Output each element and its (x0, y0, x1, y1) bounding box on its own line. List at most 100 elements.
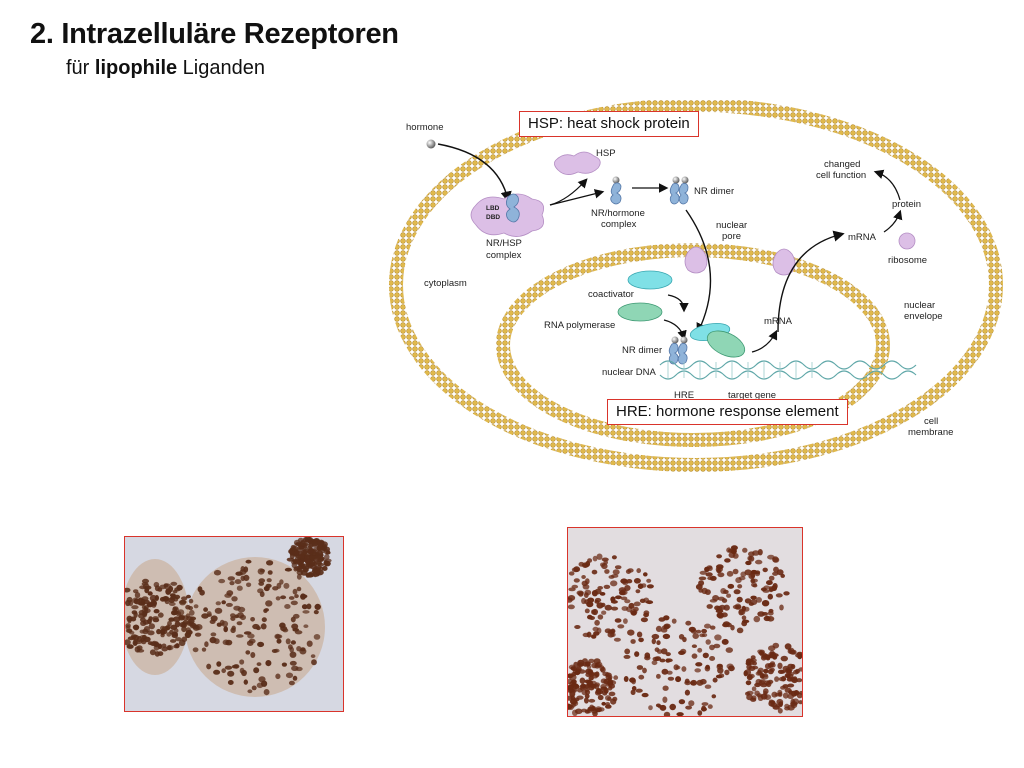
stained-nucleus (620, 596, 628, 601)
stained-nucleus (231, 596, 238, 602)
arrow-transcription (751, 329, 778, 353)
stained-nucleus (160, 628, 168, 635)
stained-nucleus (130, 616, 137, 622)
stained-nucleus (203, 607, 208, 612)
stained-nucleus (661, 668, 669, 675)
stained-nucleus (149, 649, 156, 656)
stained-nucleus (741, 620, 748, 627)
stained-nucleus (604, 569, 610, 574)
stained-nucleus (584, 697, 589, 704)
stained-nucleus (662, 696, 668, 703)
stained-nucleus (728, 665, 735, 672)
stained-nucleus (656, 640, 661, 646)
stained-nucleus (306, 640, 313, 647)
stained-nucleus (230, 616, 236, 621)
stained-nucleus (271, 649, 278, 653)
stained-nucleus (601, 610, 607, 615)
stained-nucleus (608, 686, 613, 691)
stained-nucleus (167, 645, 172, 651)
dna-helix (659, 360, 917, 380)
stained-nucleus (236, 634, 244, 638)
stained-nucleus (587, 558, 593, 563)
stained-nucleus (690, 681, 695, 686)
stained-nucleus (784, 687, 792, 693)
stained-nucleus (782, 692, 789, 699)
stained-nucleus (701, 633, 708, 638)
stained-nucleus (191, 624, 199, 629)
stained-nucleus (297, 546, 304, 550)
stained-nucleus (594, 690, 602, 696)
stained-nucleus (243, 574, 250, 581)
stained-nucleus (148, 616, 153, 621)
stained-nucleus (581, 708, 588, 713)
stained-nucleus (716, 554, 722, 559)
stained-nucleus (281, 662, 287, 667)
stained-nucleus (179, 600, 187, 604)
stained-nucleus (656, 649, 663, 654)
stained-nucleus (744, 669, 752, 676)
stained-nucleus (213, 638, 220, 645)
stained-nucleus (594, 671, 600, 678)
label-cytoplasm: cytoplasm (424, 278, 467, 289)
stained-nucleus (581, 689, 588, 696)
stained-nucleus (630, 610, 637, 616)
stained-nucleus (651, 638, 656, 645)
stained-nucleus (651, 660, 658, 666)
stained-nucleus (221, 600, 226, 605)
stained-nucleus (732, 553, 739, 559)
stained-nucleus (660, 648, 668, 655)
stained-nucleus (772, 556, 779, 563)
stained-nucleus (777, 691, 783, 697)
page-title: 2. Intrazelluläre Rezeptoren (30, 18, 399, 50)
stained-nucleus (691, 653, 698, 659)
stained-nucleus (711, 694, 717, 699)
stained-nucleus (185, 629, 193, 635)
label-nr-dimer-bottom: NR dimer (622, 345, 662, 356)
stained-nucleus (724, 669, 730, 676)
nr-hormone-complex (610, 182, 622, 205)
stained-nucleus (631, 686, 637, 691)
stained-nucleus (310, 654, 316, 658)
stained-nucleus (591, 569, 598, 575)
stained-nucleus (697, 710, 703, 716)
stained-nucleus (303, 624, 309, 628)
stained-nucleus (585, 672, 593, 678)
stained-nucleus (614, 565, 622, 570)
stained-nucleus (636, 631, 643, 638)
stained-nucleus (147, 630, 155, 636)
stained-nucleus (319, 566, 325, 571)
stained-nucleus (192, 647, 199, 653)
stained-nucleus (753, 615, 761, 623)
stained-nucleus (736, 596, 743, 603)
stained-nucleus (263, 608, 268, 613)
stained-nucleus (758, 650, 765, 656)
stained-nucleus (571, 567, 579, 573)
callout-hre: HRE: hormone response element (607, 399, 848, 425)
stained-nucleus (702, 652, 709, 659)
label-nr-hsp-2: complex (486, 250, 522, 261)
stained-nucleus (783, 591, 790, 596)
stained-nucleus (596, 627, 602, 634)
stained-nucleus (225, 639, 233, 646)
stained-nucleus (748, 555, 755, 562)
stained-nucleus (738, 609, 744, 616)
stained-nucleus (747, 673, 755, 679)
stained-nucleus (678, 699, 686, 705)
stained-nucleus (614, 618, 622, 623)
stained-nucleus (133, 589, 139, 594)
arrow-to-protein (883, 209, 903, 233)
stained-nucleus (263, 689, 270, 696)
stained-nucleus (754, 571, 761, 577)
stained-nucleus (582, 658, 588, 663)
stained-nucleus (292, 588, 298, 595)
stained-nucleus (745, 680, 752, 686)
stained-nucleus (126, 629, 133, 633)
stained-nucleus (311, 659, 317, 666)
stained-nucleus (176, 611, 182, 617)
stained-nucleus (741, 615, 747, 621)
stained-nucleus (767, 593, 773, 600)
stained-nucleus (134, 592, 141, 599)
micrograph-right (567, 527, 803, 717)
stained-nucleus (692, 633, 699, 639)
label-protein: protein (892, 199, 921, 210)
